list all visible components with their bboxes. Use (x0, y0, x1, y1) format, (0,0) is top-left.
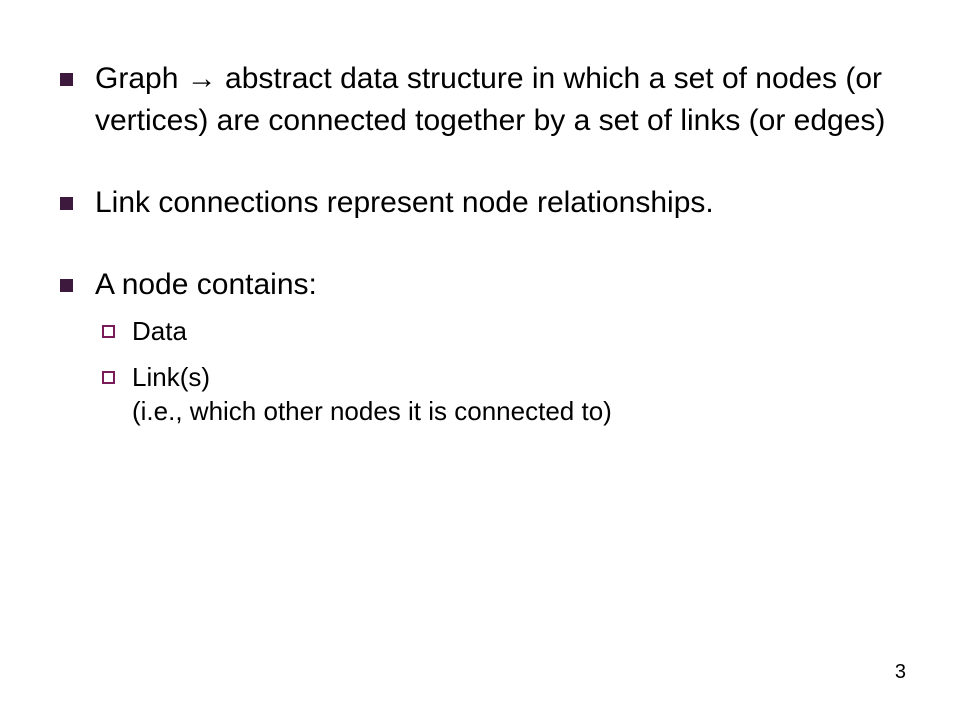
sub-bullet-text: Link(s) (132, 362, 211, 392)
page-number: 3 (894, 661, 906, 683)
bullet-node-contains: A node contains: (60, 264, 890, 306)
bullet-graph-definition: Graph → abstract data structure in which… (60, 58, 890, 142)
bullet-text: Link connections represent node relation… (95, 186, 714, 219)
hollow-square-bullet-icon (102, 325, 115, 338)
sub-bullet-data: Data (102, 314, 890, 348)
square-bullet-icon (60, 197, 73, 210)
square-bullet-icon (60, 73, 73, 86)
bullet-link-connections: Link connections represent node relation… (60, 182, 890, 224)
hollow-square-bullet-icon (102, 371, 115, 384)
slide-content: Graph → abstract data structure in which… (60, 58, 890, 440)
sub-bullet-text-continued: (i.e., which other nodes it is connected… (132, 396, 612, 426)
bullet-text: A node contains: (95, 268, 317, 301)
bullet-text: Graph → abstract data structure in which… (95, 62, 886, 137)
node-contents-list: Data Link(s) (i.e., which other nodes it… (60, 314, 890, 428)
sub-bullet-text: Data (132, 316, 187, 346)
sub-bullet-links: Link(s) (i.e., which other nodes it is c… (102, 360, 890, 428)
square-bullet-icon (60, 279, 73, 292)
